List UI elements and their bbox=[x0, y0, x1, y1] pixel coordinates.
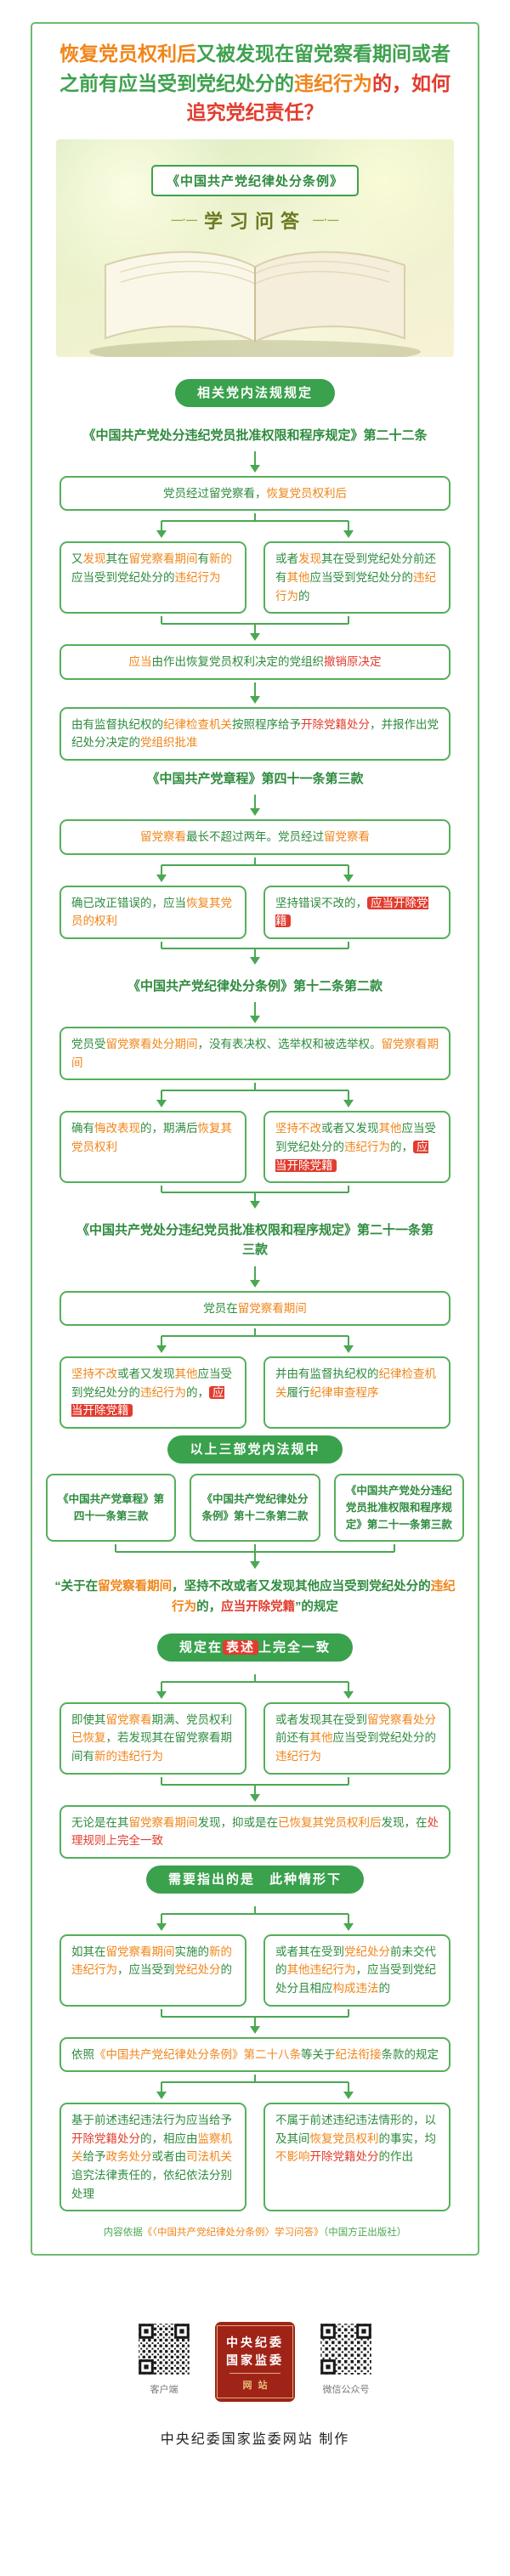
infographic-frame: 恢复党员权利后又被发现在留党察看期间或者之前有应当受到党纪处分的违纪行为的，如何… bbox=[31, 22, 479, 2256]
open-book-icon bbox=[89, 251, 421, 357]
banner-book-title-text: 《中国共产党纪律处分条例》 bbox=[166, 173, 343, 189]
flow-box-expel-procedure: 由有监督执纪权的纪律检查机关按照程序给予开除党籍处分，并报作出党纪处分决定的党组… bbox=[60, 706, 450, 761]
flow-box-new-violation: 又发现其在留党察看期间有新的应当受到党纪处分的违纪行为 bbox=[60, 541, 246, 614]
section-pill-related-regulations: 相关党内法规规定 bbox=[174, 378, 335, 407]
banner-series-title: —·— 学习问答 —·— bbox=[172, 207, 339, 234]
flow-box-persist-violation: 坚持不改或者又发现其他应当受到党纪处分的违纪行为的，应当开除党籍 bbox=[264, 1111, 450, 1184]
connector-split bbox=[156, 1905, 354, 1931]
connector-merge bbox=[161, 616, 349, 642]
flow-box-article-28: 依照《中国共产党纪律处分条例》第二十八条等关于纪法衔接条款的规定 bbox=[60, 2036, 450, 2073]
flowchart: 相关党内法规规定 《中国共产党处分违纪党员批准权限和程序规定》第二十二条 党员经… bbox=[46, 372, 464, 2239]
flow-pair-scenarios: 即使其留党察看期满、党员权利已恢复，若发现其在留党察看期间有新的违纪行为 或者发… bbox=[60, 1701, 450, 1775]
flow-box-same-rule: 无论是在其留党察看期间发现，抑或是在已恢复其党员权利后发现，在处理规则上完全一致 bbox=[60, 1804, 450, 1859]
connector-arrow bbox=[250, 450, 260, 473]
footer-qr-section: 客户端 中央纪委 国家监委 网站 微信公众号 bbox=[137, 2322, 373, 2403]
page-title: 恢复党员权利后又被发现在留党察看期间或者之前有应当受到党纪处分的违纪行为的，如何… bbox=[60, 42, 450, 123]
connector-merge bbox=[161, 1776, 349, 1802]
flow-box-during-probation: 党员在留党察看期间 bbox=[60, 1290, 450, 1327]
ccdi-logo-line2: 国家监委 bbox=[226, 2352, 284, 2367]
connector-merge bbox=[161, 1186, 349, 1209]
ccdi-logo-site-label: 网站 bbox=[242, 2380, 274, 2391]
flourish-right-decoration: —·— bbox=[313, 213, 339, 226]
qr-code-wechat-icon bbox=[319, 2322, 373, 2377]
law-citation-3: 《中国共产党纪律处分条例》第十二条第二款 bbox=[127, 978, 382, 994]
flow-pair-note-cases: 如其在留党察看期间实施的新的违纪行为，应当受到党纪处分的 或者其在受到党纪处分前… bbox=[60, 1933, 450, 2007]
flow-box-review-procedure: 并由有监督执纪权的纪律检查机关履行纪律审查程序 bbox=[264, 1356, 450, 1430]
ccdi-logo: 中央纪委 国家监委 网站 bbox=[215, 2322, 295, 2403]
flow-box-restored-rights: 党员经过留党察看，恢复党员权利后 bbox=[60, 475, 450, 512]
connector-merge bbox=[161, 2008, 349, 2034]
flow-box-new-conduct: 如其在留党察看期间实施的新的违纪行为，应当受到党纪处分的 bbox=[60, 1933, 246, 2007]
flow-box-repentant: 确有悔改表现的，期满后恢复其党员权利 bbox=[60, 1111, 246, 1184]
flow-box-law-regulation: 《中国共产党纪律处分条例》第十二条第二款 bbox=[190, 1474, 320, 1543]
connector-split bbox=[156, 1328, 354, 1354]
ccdi-logo-line1: 中央纪委 bbox=[226, 2335, 284, 2350]
flow-box-persist-error: 坚持错误不改的，应当开除党籍 bbox=[264, 885, 450, 939]
flow-pair-final-handling: 基于前述违纪违法行为应当给予开除党籍处分的，相应由监察机关给予政务处分或者由司法… bbox=[60, 2103, 450, 2212]
law-citation-1: 《中国共产党处分违纪党员批准权限和程序规定》第二十二条 bbox=[82, 427, 428, 443]
connector-merge-three bbox=[115, 1544, 395, 1570]
banner-book-title: 《中国共产党纪律处分条例》 bbox=[150, 164, 359, 196]
flow-box-even-if-restored: 即使其留党察看期满、党员权利已恢复，若发现其在留党察看期间有新的违纪行为 bbox=[60, 1701, 246, 1775]
flow-box-final-right: 不属于前述违纪违法情形的，以及其间恢复党员权利的事实，均不影响开除党籍处分的作出 bbox=[264, 2103, 450, 2212]
flow-box-violation-before: 或者发现其在受到留党察看处分前还有其他应当受到党纪处分的违纪行为 bbox=[264, 1701, 450, 1775]
qr-item-wechat: 微信公众号 bbox=[319, 2322, 373, 2396]
connector-split bbox=[156, 1083, 354, 1108]
flow-row-three-laws: 《中国共产党章程》第四十一条第三款 《中国共产党纪律处分条例》第十二条第二款 《… bbox=[46, 1474, 464, 1543]
section-pill-three-laws: 以上三部党内法规中 bbox=[167, 1435, 343, 1464]
connector-arrow bbox=[250, 1002, 260, 1024]
connector-arrow bbox=[250, 682, 260, 704]
flow-box-corrected: 确已改正错误的，应当恢复其党员的权利 bbox=[60, 885, 246, 939]
qr-code-client-icon bbox=[137, 2322, 191, 2377]
connector-split bbox=[156, 857, 354, 882]
qr-caption-wechat: 微信公众号 bbox=[322, 2385, 370, 2396]
connector-split bbox=[156, 2075, 354, 2100]
banner-image: 《中国共产党纪律处分条例》 —·— 学习问答 —·— bbox=[56, 139, 454, 357]
connector-arrow bbox=[250, 1265, 260, 1288]
flow-pair-regulation-outcomes: 确有悔改表现的，期满后恢复其党员权利 坚持不改或者又发现其他应当受到党纪处分的违… bbox=[60, 1111, 450, 1184]
flow-pair-charter-outcomes: 确已改正错误的，应当恢复其党员的权利 坚持错误不改的，应当开除党籍 bbox=[60, 885, 450, 939]
ccdi-logo-inner: 中央纪委 国家监委 网站 bbox=[217, 2325, 293, 2398]
flow-pair-discovered-violations: 又发现其在留党察看期间有新的应当受到党纪处分的违纪行为 或者发现其在受到党纪处分… bbox=[60, 541, 450, 614]
connector-merge bbox=[161, 941, 349, 965]
section-pill-consistent: 规定在表述上完全一致 bbox=[156, 1633, 354, 1662]
connector-split bbox=[156, 1673, 354, 1699]
flow-box-law-procedure-rule: 《中国共产党处分违纪党员批准权限和程序规定》第二十一条第三款 bbox=[333, 1474, 464, 1543]
connector-arrow bbox=[250, 795, 260, 817]
flow-box-revoke-decision: 应当由作出恢复党员权利决定的党组织撤销原决定 bbox=[60, 644, 450, 680]
connector-split bbox=[156, 513, 354, 539]
flourish-left-decoration: —·— bbox=[171, 213, 197, 226]
law-citation-4: 《中国共产党处分违纪党员批准权限和程序规定》第二十一条第三款 bbox=[76, 1223, 434, 1258]
qr-item-client: 客户端 bbox=[137, 2322, 191, 2396]
flow-box-unconfessed-conduct: 或者其在受到党纪处分前未交代的其他违纪行为，应当受到党纪处分且相应构成违法的 bbox=[264, 1933, 450, 2007]
source-note: 内容依据《〈中国共产党纪律处分条例〉学习问答》（中国方正出版社） bbox=[103, 2228, 407, 2239]
flow-box-no-voting-rights: 党员受留党察看处分期间，没有表决权、选举权和被选举权。留党察看期间 bbox=[60, 1027, 450, 1081]
section-pill-note: 需要指出的是 此种情形下 bbox=[145, 1865, 364, 1894]
flow-box-persist-expel: 坚持不改或者又发现其他应当受到党纪处分的违纪行为的，应当开除党籍 bbox=[60, 1356, 246, 1430]
flow-box-other-violation: 或者发现其在受到党纪处分前还有其他应当受到党纪处分的违纪行为的 bbox=[264, 541, 450, 614]
flow-box-final-left: 基于前述违纪违法行为应当给予开除党籍处分的，相应由监察机关给予政务处分或者由司法… bbox=[60, 2103, 246, 2212]
flow-box-law-charter: 《中国共产党章程》第四十一条第三款 bbox=[46, 1474, 177, 1543]
ccdi-logo-divider bbox=[230, 2372, 280, 2374]
footer-credit: 中央纪委国家监委网站 制作 bbox=[160, 2432, 350, 2448]
banner-series-text: 学习问答 bbox=[203, 210, 306, 232]
law-citation-2: 《中国共产党章程》第四十一条第三款 bbox=[146, 771, 364, 786]
flow-box-probation-limit: 留党察看最长不超过两年。党员经过留党察看 bbox=[60, 819, 450, 855]
flow-pair-procedure: 坚持不改或者又发现其他应当受到党纪处分的违纪行为的，应当开除党籍 并由有监督执纪… bbox=[60, 1356, 450, 1430]
qr-caption-client: 客户端 bbox=[150, 2385, 178, 2396]
flow-quote-identical-provision: “关于在留党察看期间，坚持不改或者又发现其他应当受到党纪处分的违纪行为的，应当开… bbox=[54, 1580, 456, 1614]
